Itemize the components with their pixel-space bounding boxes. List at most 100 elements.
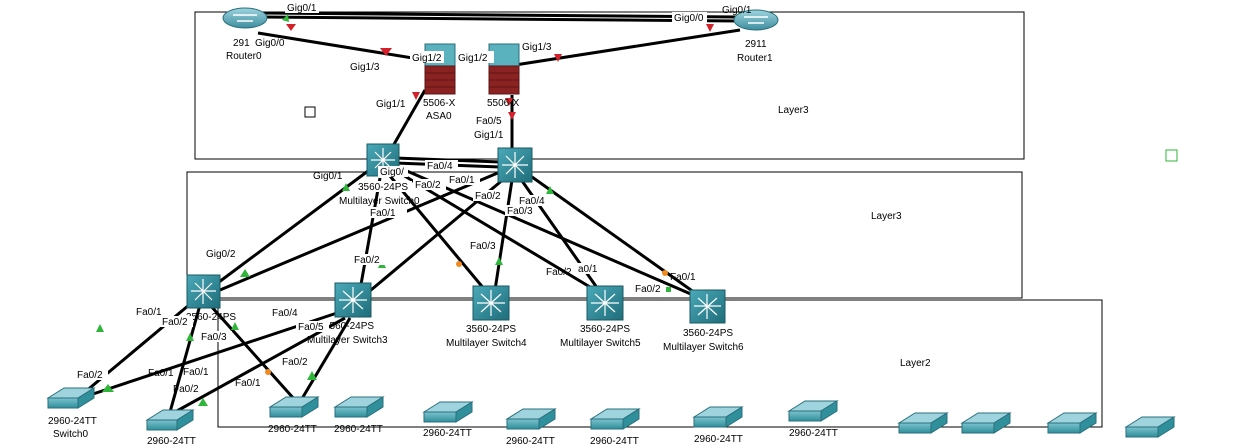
link-up-marker bbox=[546, 186, 554, 194]
switch-h[interactable] bbox=[692, 406, 744, 428]
port-label: Gig0/0 bbox=[255, 38, 285, 49]
area-layer3-mid[interactable] bbox=[186, 171, 1023, 299]
label-bg bbox=[285, 2, 319, 13]
mls3-name-label: Multilayer Switch3 bbox=[307, 335, 388, 346]
link-mls3-swb[interactable] bbox=[174, 316, 346, 414]
mls1[interactable] bbox=[497, 147, 533, 183]
mls4-model-label: 3560-24PS bbox=[466, 324, 516, 335]
router1[interactable] bbox=[733, 9, 779, 31]
label-bg bbox=[75, 369, 108, 380]
links bbox=[84, 11, 741, 414]
port-label: Fa0/2 bbox=[173, 384, 199, 395]
mls5[interactable] bbox=[586, 285, 624, 321]
link-down-marker bbox=[380, 48, 392, 56]
link-mls1-mls6[interactable] bbox=[524, 170, 706, 302]
link-r0-r1-top2[interactable] bbox=[261, 15, 739, 23]
router-arrows-icon bbox=[233, 14, 257, 22]
port-label: Fa0/3 bbox=[507, 206, 533, 217]
link-up-marker bbox=[282, 14, 289, 22]
port-label: Fa0/1 bbox=[183, 367, 209, 378]
port-label: Fa0/1 bbox=[235, 378, 261, 389]
switch-icon-body bbox=[1125, 426, 1159, 438]
port-label: Fa0/5 bbox=[298, 322, 324, 333]
switch-f[interactable] bbox=[505, 408, 557, 430]
port-label: Fa0/4 bbox=[519, 196, 545, 207]
port-label: Fa0/1 bbox=[370, 208, 396, 219]
link-mls0-mls6[interactable] bbox=[399, 166, 701, 300]
switch-c-model-label: 2960-24TT bbox=[268, 424, 317, 435]
link-r0-r1-top[interactable] bbox=[261, 11, 739, 19]
switch-icon-body bbox=[269, 406, 303, 418]
mls2[interactable] bbox=[186, 274, 221, 309]
empty-note-box-green[interactable] bbox=[1165, 149, 1178, 162]
port-label: Gig1/3 bbox=[522, 42, 552, 53]
area-layer3-top[interactable] bbox=[194, 11, 1025, 160]
switch-g-model-label: 2960-24TT bbox=[590, 436, 639, 444]
mls4-name-label: Multilayer Switch4 bbox=[446, 338, 527, 349]
port-label: Fa0/2 bbox=[475, 191, 501, 202]
link-r0-asa0[interactable] bbox=[257, 31, 426, 62]
switch-e[interactable] bbox=[422, 401, 474, 423]
mls-arrows-icon bbox=[477, 290, 505, 316]
mls5-name-label: Multilayer Switch5 bbox=[560, 338, 641, 349]
link-r1-asa1[interactable] bbox=[514, 28, 741, 67]
switch-l[interactable] bbox=[1046, 412, 1098, 434]
link-mls0-mls4[interactable] bbox=[388, 175, 487, 291]
port-label: Fa0/2 bbox=[635, 284, 661, 295]
mls4[interactable] bbox=[472, 285, 510, 321]
mls3[interactable] bbox=[334, 282, 372, 318]
mls6[interactable] bbox=[689, 289, 726, 324]
switch-icon-body bbox=[590, 418, 624, 430]
port-label: Gig1/2 bbox=[458, 53, 488, 64]
link-markers bbox=[96, 12, 744, 406]
switch-j[interactable] bbox=[897, 412, 949, 434]
switch-k[interactable] bbox=[960, 412, 1012, 434]
mls2-model-label: 3560-24PS bbox=[186, 312, 236, 323]
switch-m[interactable] bbox=[1124, 416, 1176, 438]
link-mls0-mls5[interactable] bbox=[397, 170, 596, 292]
switch-b[interactable] bbox=[145, 409, 195, 431]
switch-icon-side bbox=[301, 396, 319, 418]
switch-d[interactable] bbox=[333, 396, 385, 418]
switch-g[interactable] bbox=[589, 408, 641, 430]
port-label: Fa0/2 bbox=[546, 267, 572, 278]
port-label: Fa0/1 bbox=[136, 307, 162, 318]
link-up-marker bbox=[198, 398, 208, 406]
router-icon bbox=[733, 9, 779, 31]
link-amber-marker bbox=[265, 369, 271, 375]
switch-icon-side bbox=[176, 409, 194, 431]
link-down-marker bbox=[554, 54, 562, 62]
link-mls2-swb[interactable] bbox=[168, 304, 202, 413]
link-mls0-mls2[interactable] bbox=[214, 166, 373, 287]
switch0[interactable] bbox=[46, 387, 96, 409]
label-bg bbox=[425, 160, 458, 171]
link-mls3-swc[interactable] bbox=[298, 317, 352, 403]
switch-icon-body bbox=[693, 416, 727, 428]
area-layer2[interactable] bbox=[217, 299, 1103, 428]
port-label: Gig0/ bbox=[380, 167, 404, 178]
asa1[interactable] bbox=[488, 43, 520, 95]
empty-note-box[interactable] bbox=[304, 106, 316, 118]
switch-i[interactable] bbox=[787, 400, 839, 422]
switch-icon-side bbox=[77, 387, 95, 409]
router0[interactable] bbox=[222, 7, 268, 29]
port-label: Fa0/4 bbox=[427, 161, 453, 172]
switch-d-model-label: 2960-24TT bbox=[334, 424, 383, 435]
link-down-marker bbox=[286, 24, 296, 31]
link-up-marker bbox=[495, 257, 503, 265]
switch0-name-label: Switch0 bbox=[53, 429, 88, 440]
switch-f-model-label: 2960-24TT bbox=[506, 436, 555, 444]
link-mls0-mls3[interactable] bbox=[358, 177, 382, 291]
port-label: Gig0/1 bbox=[313, 171, 343, 182]
switch-icon-side bbox=[622, 408, 640, 430]
switch-c[interactable] bbox=[268, 396, 320, 418]
link-down-marker bbox=[706, 24, 714, 32]
port-label: Fa0/2 bbox=[162, 317, 188, 328]
link-mls2-swc[interactable] bbox=[208, 303, 297, 402]
firewall-brick-lines bbox=[425, 72, 455, 88]
switch-b-model-label: 2960-24TT bbox=[147, 436, 196, 444]
router-icon bbox=[222, 7, 268, 29]
port-label: Gig1/1 bbox=[376, 99, 406, 110]
link-up-marker bbox=[307, 371, 317, 380]
